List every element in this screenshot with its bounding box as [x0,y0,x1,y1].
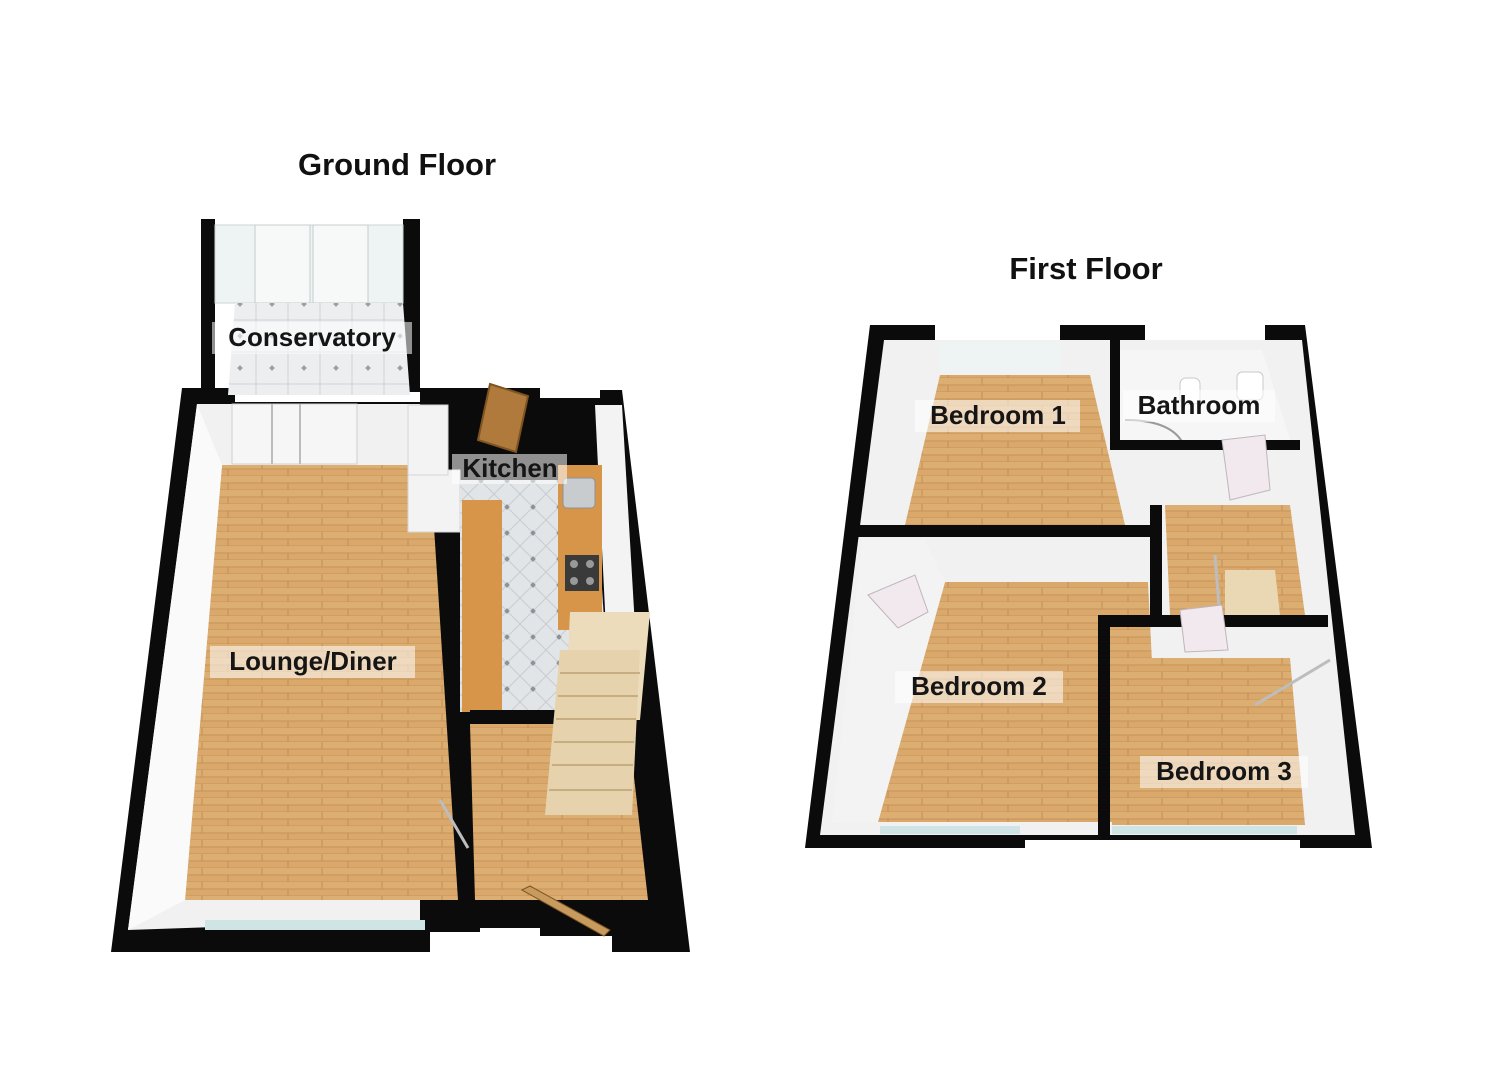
bedroom-2-window [880,826,1020,834]
kitchen-label: Kitchen [462,453,557,483]
bedroom-2-label: Bedroom 2 [911,671,1047,701]
kitchen-door-icon [476,382,530,454]
sink-icon [562,477,596,509]
ground-floor-title: Ground Floor [298,147,496,182]
conservatory-wall [201,219,215,392]
bedroom-1-label: Bedroom 1 [930,400,1066,430]
bathroom-door-icon [1221,434,1271,501]
lounge-diner-floor [185,465,458,900]
bedroom-3-floor [1112,658,1305,825]
kitchen-worktop-left [462,500,502,712]
bedroom-2-door-icon [867,574,929,629]
staircase [545,612,650,815]
bathroom-label: Bathroom [1138,390,1261,420]
conservatory-label: Conservatory [228,322,396,352]
lounge-diner-label: Lounge/Diner [229,646,397,676]
hob-icon [565,555,599,591]
bedroom-1-window [940,342,1060,372]
ground-floor-plan [111,219,690,952]
first-floor-stairs [1225,570,1280,615]
bedroom-3-label: Bedroom 3 [1156,756,1292,786]
lounge-window [205,920,425,930]
front-door-icon [520,885,611,937]
bedroom-3-window [1112,826,1297,834]
bedroom-3-door-icon [1179,604,1229,653]
bedroom-1-floor [905,375,1125,525]
first-floor-title: First Floor [1009,251,1162,286]
